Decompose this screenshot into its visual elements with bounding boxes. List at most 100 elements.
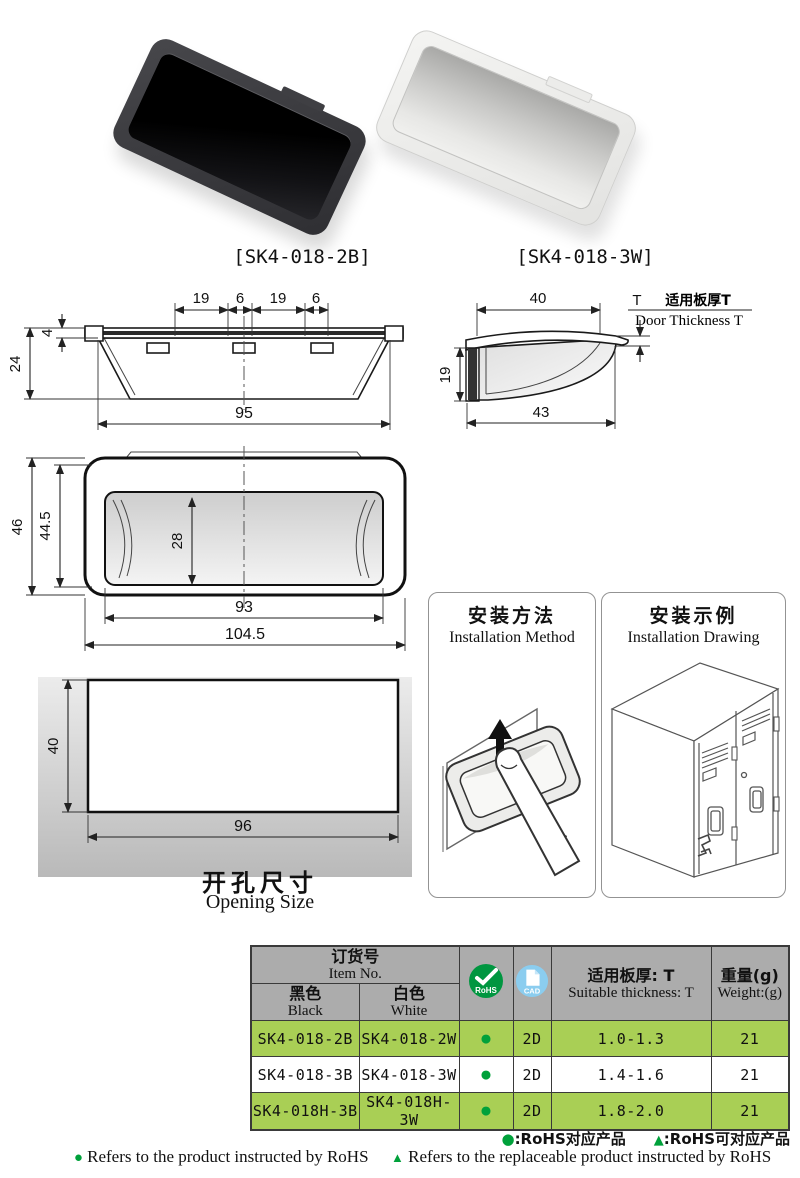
finger-illustration (495, 747, 581, 877)
installation-method-title-cn: 安装方法 (467, 605, 556, 627)
recessed-handles (707, 771, 764, 836)
dim-label-40: 40 (45, 738, 62, 755)
dimension-depth-19: 19 (440, 347, 466, 402)
dimension-width-95: 95 (97, 340, 391, 430)
dim-label-19: 19 (440, 367, 454, 384)
rohs-dot-icon: ● (73, 1150, 83, 1166)
rohs-dot: ● (479, 1062, 493, 1086)
thickness-label-cn: 适用板厚: T (587, 965, 675, 985)
latch-detail (697, 833, 712, 857)
item-white: SK4-018-2W (358, 1020, 460, 1057)
drawing-side-view: 40 T 适用板厚T Door Thickness T 19 43 (440, 290, 752, 429)
white-label-en: White (390, 1003, 428, 1019)
table-header-white: 白色 White (358, 983, 460, 1021)
dimension-height-24: 24 (7, 327, 130, 400)
legend-line-cn: ●:RoHS对应产品▲:RoHS可对应产品 (501, 1128, 790, 1149)
dim-label-46: 46 (9, 519, 26, 536)
legend-cn-dot-text: :RoHS对应产品 (514, 1130, 626, 1148)
installation-drawing-illustration (610, 662, 780, 878)
dim-label-43: 43 (533, 404, 550, 421)
rohs-dot: ● (479, 1026, 493, 1050)
table-header-thickness: 适用板厚: T Suitable thickness: T (550, 945, 712, 1021)
weight-value: 21 (710, 1056, 790, 1093)
svg-text:CAD: CAD (524, 986, 541, 995)
thickness-range: 1.8-2.0 (550, 1092, 712, 1131)
dimension-opening-width-96: 96 (87, 815, 399, 843)
dimension-recess-height-28: 28 (169, 497, 196, 585)
installation-method-panel: 安装方法 Installation Method (428, 592, 596, 898)
product-label-black: [SK4-018-2B] (233, 246, 371, 268)
installation-drawing-title-en: Installation Drawing (627, 629, 760, 646)
rohs-status: ● (458, 1020, 514, 1057)
thickness-label-en: Suitable thickness: T (568, 984, 694, 1001)
rohs-dot: ● (479, 1099, 493, 1122)
weight-value: 21 (710, 1092, 790, 1131)
rohs-dot-icon: ● (501, 1130, 515, 1148)
dim-label-96: 96 (234, 818, 252, 835)
dim-label-104-5: 104.5 (225, 626, 265, 643)
dim-label-95: 95 (235, 405, 253, 422)
dim-label-24: 24 (7, 356, 24, 373)
door-thickness-en: Door Thickness T (635, 313, 743, 329)
weight-label-cn: 重量(g) (720, 965, 779, 985)
front-body (83, 446, 407, 608)
weight-value: 21 (710, 1020, 790, 1057)
side-profile (465, 330, 629, 402)
item-black: SK4-018-3B (250, 1056, 360, 1093)
cad-type: 2D (512, 1020, 552, 1057)
dimension-bottom-43: 43 (466, 346, 616, 429)
dimension-opening-height-40: 40 (45, 679, 88, 813)
dimension-top-pitch: 19 6 19 6 (174, 290, 329, 336)
dim-label-t: T (632, 292, 641, 309)
rohs-status: ● (458, 1092, 514, 1131)
rohs-status: ● (458, 1056, 514, 1093)
legend-en-tri-text: Refers to the replaceable product instru… (408, 1147, 772, 1166)
table-header-black: 黑色 Black (250, 983, 360, 1021)
thickness-range: 1.0-1.3 (550, 1020, 712, 1057)
dim-label-6a: 6 (236, 290, 244, 307)
weight-label-en: Weight:(g) (717, 984, 783, 1001)
drawing-front-view: 46 44.5 28 93 104.5 (9, 446, 407, 651)
svg-text:RoHS: RoHS (475, 986, 497, 995)
table-header-rohs: RoHS (458, 945, 514, 1021)
door-thickness-cn: 适用板厚T (665, 292, 731, 309)
item-white: SK4-018-3W (358, 1056, 460, 1093)
opening-size-title-cn: 开孔尺寸 (202, 869, 318, 897)
dim-label-4: 4 (39, 329, 56, 337)
item-black: SK4-018H-3B (250, 1092, 360, 1131)
item-no-label-en: Item No. (328, 966, 382, 982)
dim-label-19b: 19 (270, 290, 287, 307)
dim-label-28: 28 (169, 533, 186, 550)
rohs-icon: RoHS (469, 964, 503, 998)
dimension-outer-height-46: 46 (9, 457, 85, 596)
vent-slats (701, 708, 771, 782)
dimension-inner-width-93: 93 (104, 588, 384, 624)
installation-method-illustration (442, 707, 581, 877)
door-thickness-note: T 适用板厚T Door Thickness T (616, 292, 752, 362)
opening-size-title-en: Opening Size (205, 891, 315, 913)
installation-method-title-en: Installation Method (449, 629, 575, 646)
cad-icon: CAD (515, 964, 549, 998)
installation-drawing-panel: 安装示例 Installation Drawing (601, 592, 786, 898)
spec-table: 订货号 Item No. RoHS CAD (250, 945, 790, 1131)
handle-recess (389, 42, 623, 213)
dimension-outer-width-104_5: 104.5 (84, 598, 406, 651)
table-row: SK4-018H-3B SK4-018H-3W ● 2D 1.8-2.0 21 (250, 1092, 790, 1131)
item-white: SK4-018H-3W (358, 1092, 460, 1131)
drawing-opening-size: 40 96 (38, 677, 412, 877)
cad-type: 2D (512, 1056, 552, 1093)
legend-en-dot-text: Refers to the product instructed by RoHS (87, 1147, 369, 1166)
locker-cabinet (610, 662, 780, 878)
dim-label-44-5: 44.5 (37, 511, 54, 540)
table-row: SK4-018-2B SK4-018-2W ● 2D 1.0-1.3 21 (250, 1020, 790, 1057)
legend-cn-tri-text: :RoHS可对应产品 (663, 1130, 790, 1148)
hinges (731, 716, 780, 841)
handle-recess (125, 50, 355, 223)
black-label-en: Black (287, 1003, 323, 1019)
dimension-top-40: 40 (476, 290, 601, 336)
table-header-cad: CAD (512, 945, 552, 1021)
item-no-label-cn: 订货号 (331, 947, 380, 966)
dim-label-93: 93 (235, 599, 253, 616)
dimension-inner-height-44_5: 44.5 (37, 464, 92, 588)
